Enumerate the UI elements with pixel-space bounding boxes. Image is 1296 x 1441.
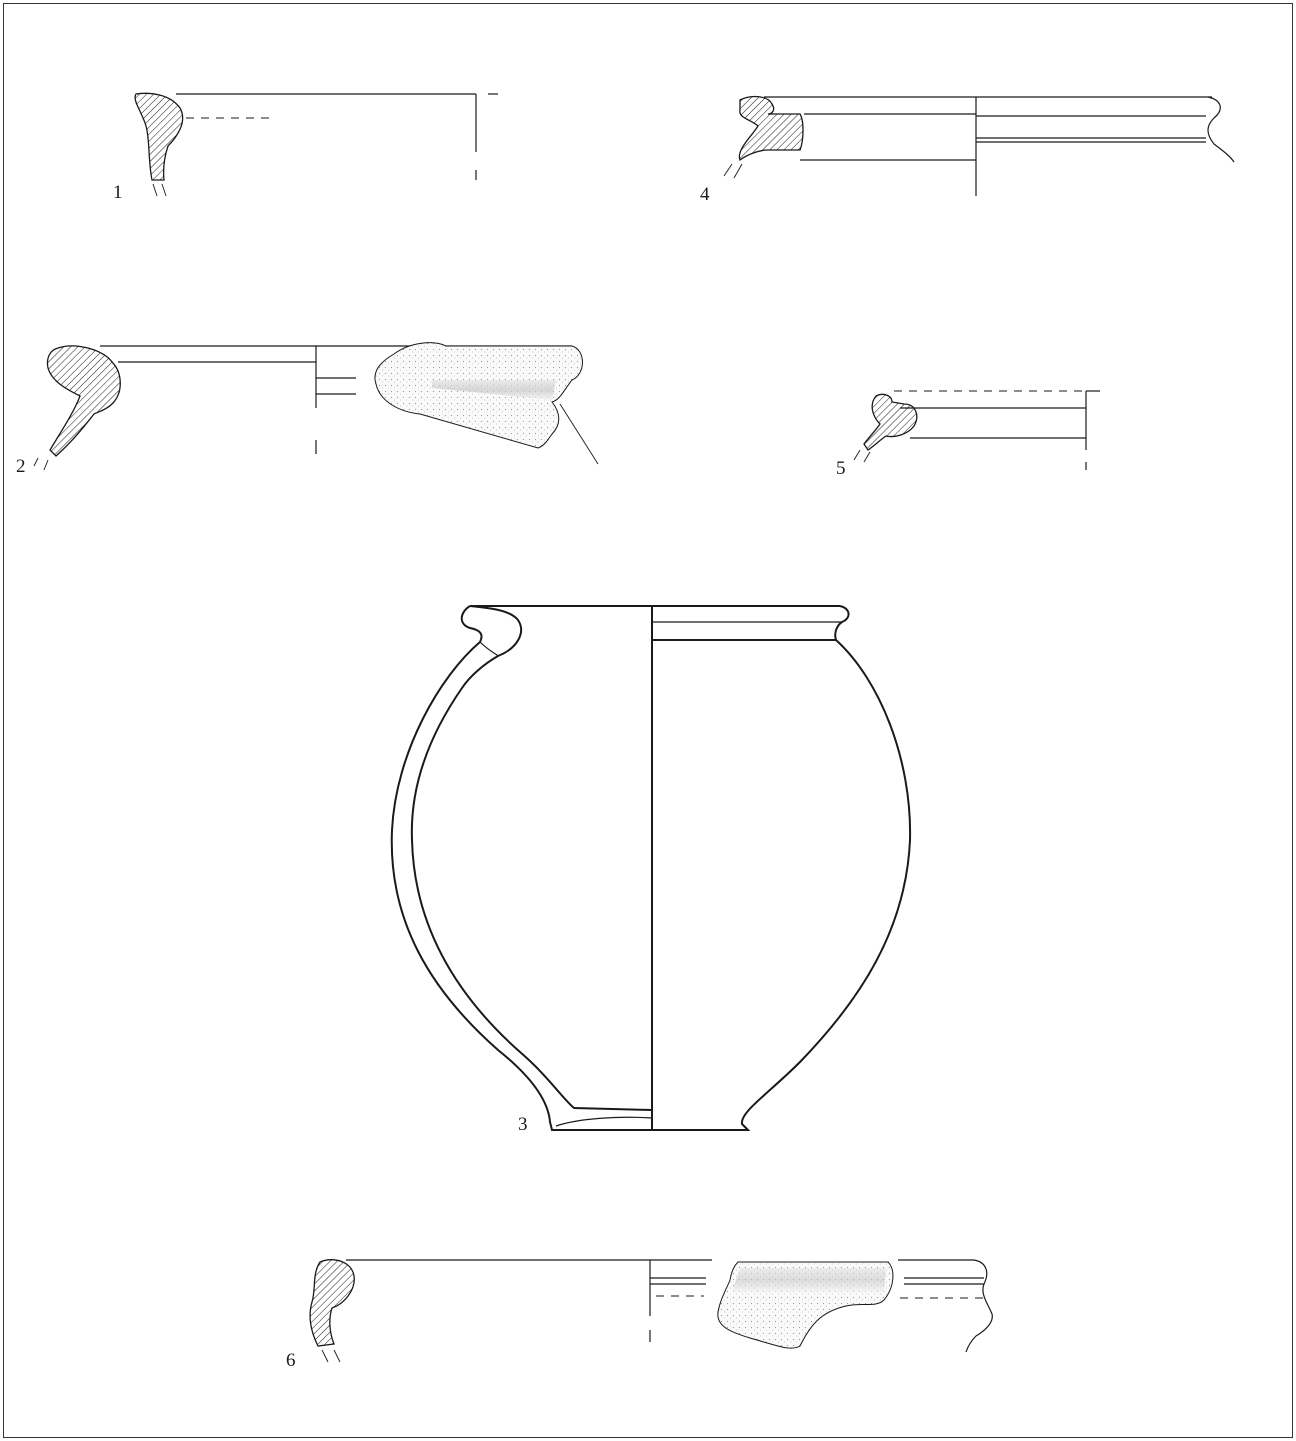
rim-section-4 bbox=[738, 95, 804, 162]
rim-section-6 bbox=[309, 1259, 355, 1347]
vessel-fragment-6: 6 bbox=[286, 1259, 993, 1371]
figure-plate bbox=[3, 3, 1293, 1438]
figure-number-6: 6 bbox=[286, 1350, 296, 1371]
figure-number-5: 5 bbox=[836, 458, 846, 479]
vessel-fragment-4: 4 bbox=[700, 95, 1235, 205]
vessel-fragment-1: 1 bbox=[113, 92, 498, 203]
vessel-fragment-5: 5 bbox=[836, 390, 1100, 479]
vessel-fragment-2: 2 bbox=[16, 342, 599, 477]
rim-section-5 bbox=[863, 393, 918, 451]
rim-section-2 bbox=[46, 345, 121, 457]
figure-number-2: 2 bbox=[16, 456, 26, 477]
pot-section-outer-left bbox=[390, 605, 652, 1131]
rim-section-1 bbox=[134, 92, 184, 181]
sherd-exterior-2 bbox=[374, 342, 583, 449]
figure-number-3: 3 bbox=[518, 1114, 528, 1135]
pot-outer-profile-right bbox=[652, 639, 912, 1131]
vessel-complete-3: 3 bbox=[390, 605, 912, 1135]
figure-number-1: 1 bbox=[113, 182, 123, 203]
figure-number-4: 4 bbox=[700, 184, 710, 205]
pot-section-inner-left bbox=[410, 605, 653, 1111]
